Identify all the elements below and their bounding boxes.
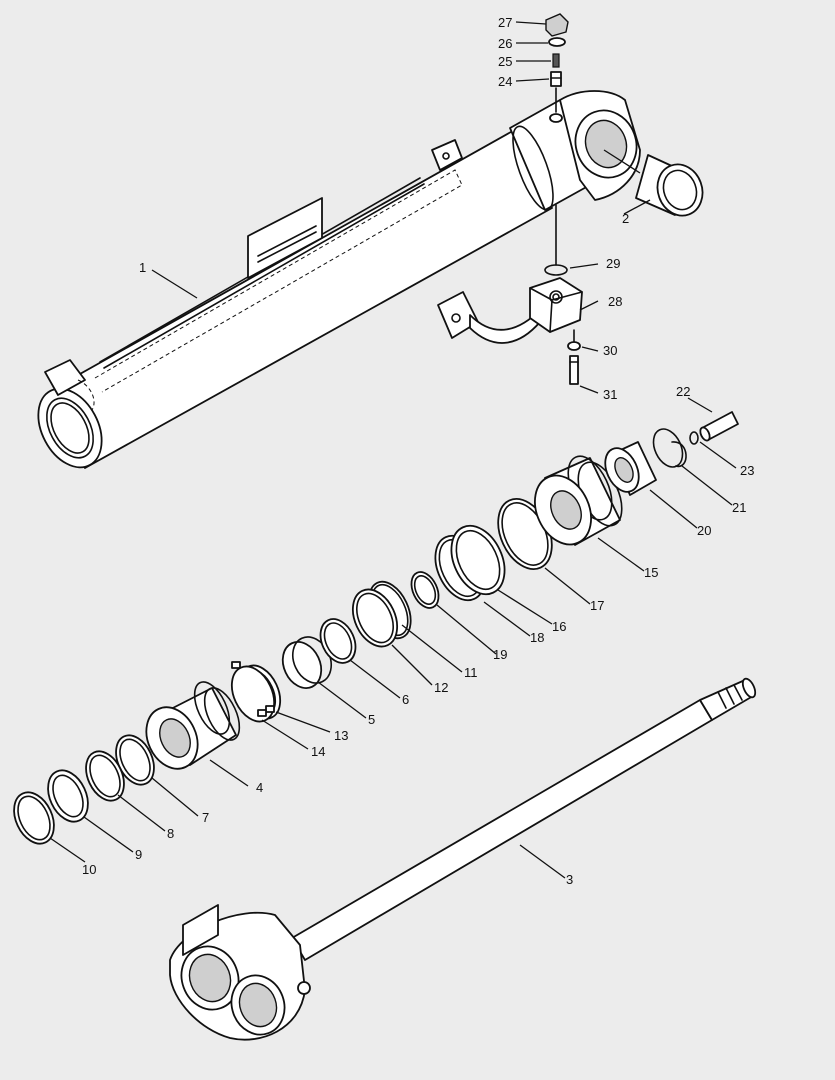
callout-30: 30 — [603, 343, 617, 358]
part-22-pin — [699, 411, 739, 442]
callout-8: 8 — [167, 826, 174, 841]
part-7-ring — [115, 734, 155, 786]
callout-12: 12 — [434, 680, 448, 695]
part-23-o-ring — [689, 431, 699, 445]
part-6-ring — [319, 618, 357, 664]
callout-20: 20 — [697, 523, 711, 538]
callout-16: 16 — [552, 619, 566, 634]
part-15-piston — [534, 455, 623, 546]
callout-15: 15 — [644, 565, 658, 580]
callout-5: 5 — [368, 712, 375, 727]
callout-18: 18 — [530, 630, 544, 645]
callout-labels: 1 2 3 4 5 6 7 8 9 10 11 12 13 14 15 16 1… — [82, 15, 754, 887]
callout-27: 27 — [498, 15, 512, 30]
part-27-plug — [545, 13, 569, 37]
callout-13: 13 — [334, 728, 348, 743]
callout-17: 17 — [590, 598, 604, 613]
part-1-cylinder-barrel — [37, 90, 641, 469]
part-3-piston-rod — [169, 677, 757, 1041]
callout-11: 11 — [464, 665, 478, 680]
part-25-spring — [552, 53, 560, 68]
callout-7: 7 — [202, 810, 209, 825]
callout-10: 10 — [82, 862, 96, 877]
callout-4: 4 — [256, 780, 263, 795]
part-2-bushing — [635, 154, 704, 217]
part-20-nut — [604, 441, 657, 496]
callout-28: 28 — [608, 294, 622, 309]
part-10-ring — [13, 791, 55, 845]
part-26-washer — [548, 37, 566, 47]
callout-19: 19 — [493, 647, 507, 662]
callout-6: 6 — [402, 692, 409, 707]
callout-29: 29 — [606, 256, 620, 271]
callout-31: 31 — [603, 387, 617, 402]
callout-21: 21 — [732, 500, 746, 515]
part-16-ring — [450, 524, 506, 596]
part-28-tube-block — [437, 277, 583, 344]
callout-1: 1 — [139, 260, 146, 275]
part-21-snap-ring — [652, 428, 687, 468]
part-19-ring — [410, 571, 440, 609]
callout-26: 26 — [498, 36, 512, 51]
callout-22: 22 — [676, 384, 690, 399]
callout-14: 14 — [311, 744, 325, 759]
part-24-valve — [550, 71, 562, 87]
callout-3: 3 — [566, 872, 573, 887]
part-14-ring — [230, 661, 276, 723]
part-8-ring — [85, 750, 125, 802]
callout-23: 23 — [740, 463, 754, 478]
callout-2: 2 — [622, 211, 629, 226]
part-29-o-ring — [544, 264, 568, 276]
part-30-washer — [567, 341, 581, 351]
callout-9: 9 — [135, 847, 142, 862]
part-9-ring — [47, 769, 89, 823]
callout-24: 24 — [498, 74, 512, 89]
callout-25: 25 — [498, 54, 512, 69]
leader-lines — [49, 21, 737, 879]
part-31-bolt — [569, 355, 579, 385]
part-4-gland — [145, 681, 241, 770]
part-12-ring — [351, 588, 399, 648]
